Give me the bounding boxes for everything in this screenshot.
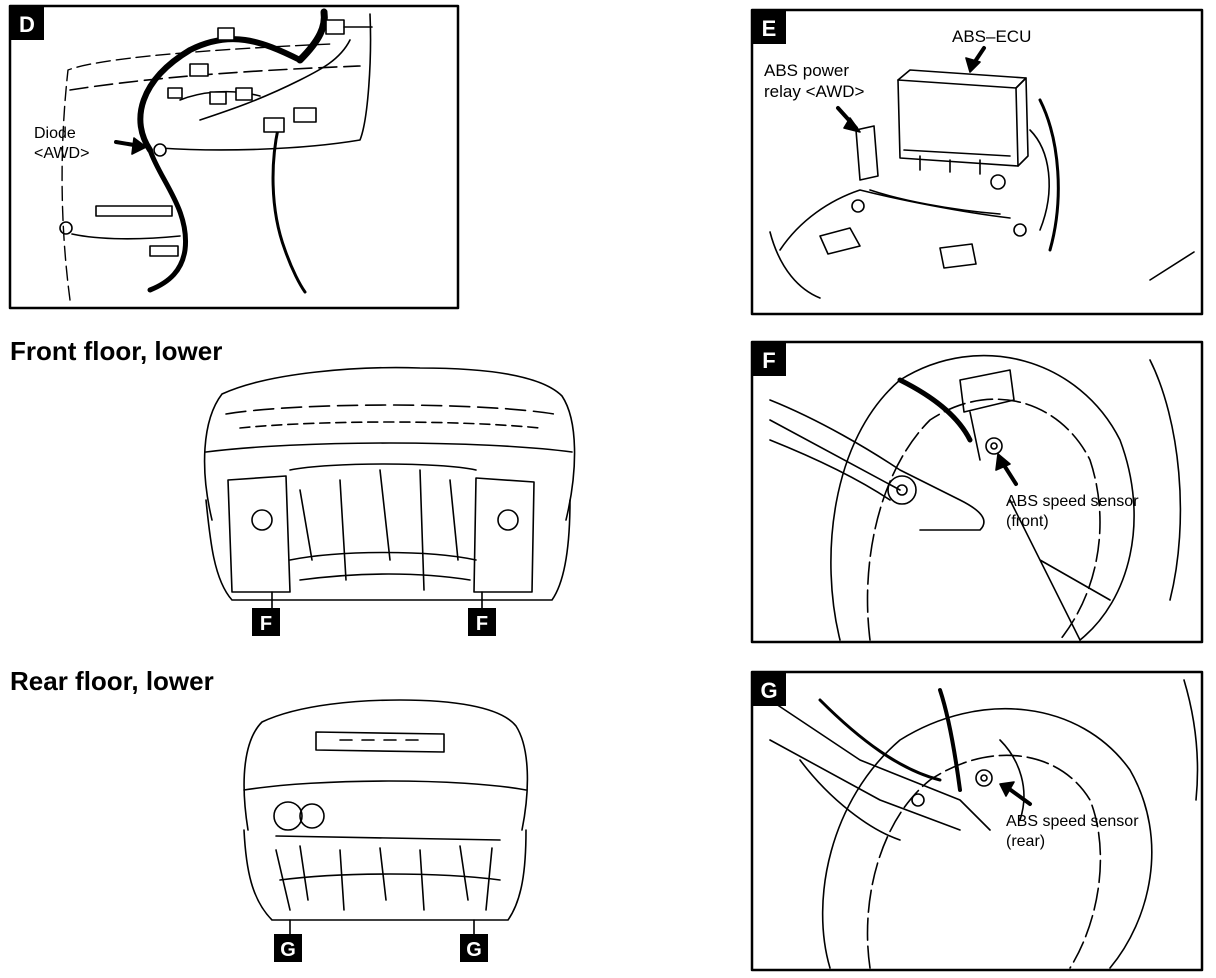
panel-d-drawing [59,8,373,301]
panel-g-callout-sensor: ABS speed sensor [1006,813,1139,830]
panel-e-frame [750,8,1204,316]
panel-g-badge [752,672,786,706]
panel-d-badge [10,6,44,40]
panel-e-badge-label: E [762,16,777,41]
panel-d-callout-diode-sub: <AWD> [34,145,89,162]
front-floor-view: Front floor, lower F F [10,336,576,636]
panel-f-callout-sensor: ABS speed sensor [1006,493,1139,510]
panel-f-badge-label: F [762,348,775,373]
panel-e: E ABS–ECU [750,8,1204,316]
panel-f: F ABS speed sensor (front) [750,340,1204,644]
front-marker-left-label: F [260,613,272,635]
panel-e-callout-relay: ABS power [764,61,849,80]
rear-floor-heading: Rear floor, lower [10,666,214,696]
panel-g-frame [750,670,1204,972]
front-marker-right [468,608,496,636]
rear-marker-left [274,934,302,962]
panel-g: G ABS speed sensor (rear) [750,670,1204,972]
front-floor-drawing [203,366,576,609]
panel-f-drawing [769,354,1182,641]
panel-e-callout-ecu: ABS–ECU [952,27,1031,46]
panel-f-badge [752,342,786,376]
panel-g-badge-label: G [760,678,777,703]
panel-d-badge-label: D [19,12,35,37]
panel-d-frame [8,4,460,310]
rear-floor-view: Rear floor, lower G G [10,666,529,962]
front-marker-left [252,608,280,636]
front-floor-heading: Front floor, lower [10,336,222,366]
panel-e-callout-relay-sub: relay <AWD> [764,82,865,101]
front-marker-right-label: F [476,613,488,635]
panel-g-drawing [769,679,1199,969]
rear-floor-drawing [243,699,529,935]
rear-marker-left-label: G [280,939,296,961]
panel-g-callout-sensor-sub: (rear) [1006,833,1045,850]
panel-e-drawing [769,46,1195,299]
panel-e-badge [752,10,786,44]
rear-marker-right [460,934,488,962]
panel-d: D [8,4,460,310]
panel-f-frame [750,340,1204,644]
panel-f-callout-sensor-sub: (front) [1006,513,1049,530]
rear-marker-right-label: G [466,939,482,961]
panel-d-callout-diode: Diode [34,125,76,142]
